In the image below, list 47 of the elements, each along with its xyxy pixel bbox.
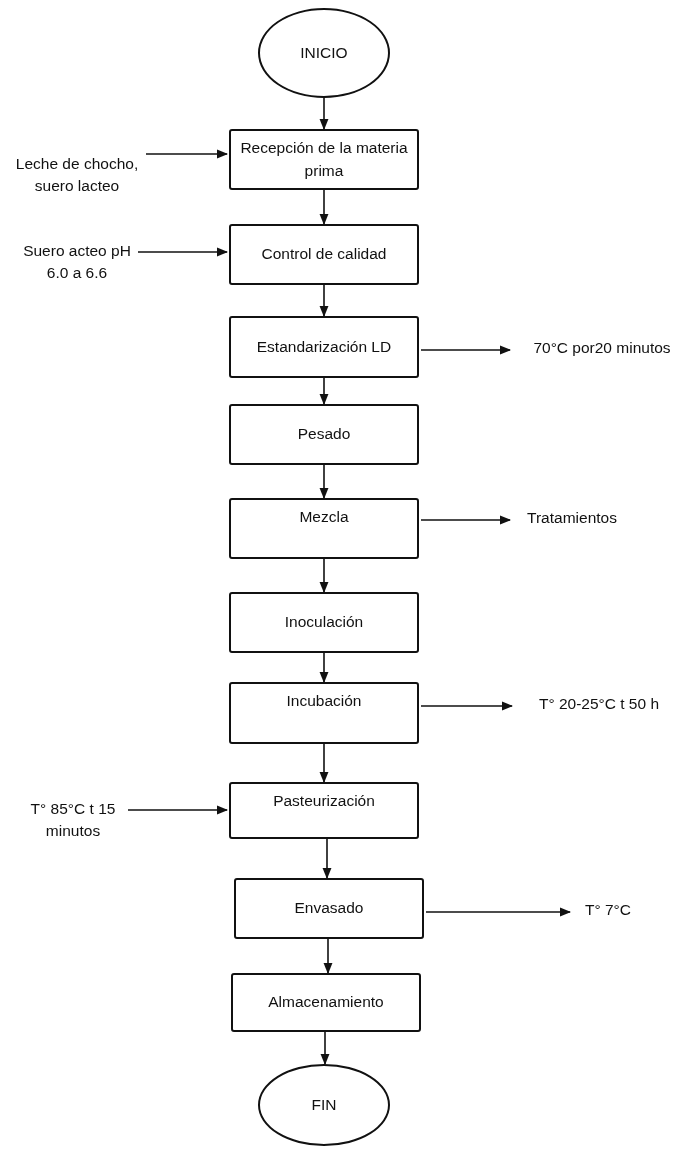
arrow bbox=[319, 743, 329, 784]
step-label: Recepción de la materia prima bbox=[239, 138, 409, 181]
side-note: T° 20-25°C t 50 h bbox=[538, 693, 660, 714]
arrow bbox=[420, 515, 512, 525]
step-label: Almacenamiento bbox=[268, 992, 384, 1013]
arrow bbox=[319, 377, 329, 406]
process-box bbox=[229, 782, 419, 839]
arrow bbox=[420, 701, 514, 711]
step-label: Pesado bbox=[297, 424, 351, 445]
process-box bbox=[229, 129, 419, 190]
arrow bbox=[320, 1031, 330, 1066]
process-box bbox=[231, 973, 421, 1032]
side-note: Leche de chocho, suero lacteo bbox=[14, 153, 140, 196]
step-label: Incubación bbox=[286, 691, 362, 711]
arrow bbox=[137, 247, 229, 257]
arrow bbox=[322, 838, 332, 880]
arrow bbox=[319, 284, 329, 318]
step-label: Envasado bbox=[294, 898, 364, 919]
side-note: 70°C por20 minutos bbox=[533, 337, 671, 358]
process-box bbox=[229, 498, 419, 559]
arrow bbox=[319, 97, 329, 131]
arrow bbox=[145, 149, 229, 159]
arrow bbox=[323, 938, 333, 975]
step-label: Control de calidad bbox=[261, 244, 387, 265]
arrow bbox=[319, 652, 329, 684]
side-note: Tratamientos bbox=[527, 507, 617, 528]
arrow bbox=[319, 189, 329, 226]
side-note: T° 85°C t 15 minutos bbox=[29, 798, 117, 841]
step-label: Mezcla bbox=[299, 507, 349, 527]
step-label: FIN bbox=[311, 1094, 337, 1115]
side-note: Suero acteo pH 6.0 a 6.6 bbox=[22, 240, 132, 283]
arrow bbox=[319, 464, 329, 500]
arrow bbox=[127, 805, 229, 815]
step-label: INICIO bbox=[300, 42, 348, 63]
step-label: Pasteurización bbox=[273, 791, 375, 811]
step-label: Estandarización LD bbox=[256, 336, 392, 357]
step-label: Inoculación bbox=[284, 612, 364, 633]
arrow bbox=[319, 558, 329, 594]
process-box bbox=[229, 224, 419, 285]
arrow bbox=[425, 907, 572, 917]
side-note: T° 7°C bbox=[585, 899, 631, 920]
arrow bbox=[420, 345, 512, 355]
process-box bbox=[229, 592, 419, 653]
process-box bbox=[234, 878, 424, 939]
process-box bbox=[229, 404, 419, 465]
process-box bbox=[229, 316, 419, 378]
process-box bbox=[229, 682, 419, 744]
